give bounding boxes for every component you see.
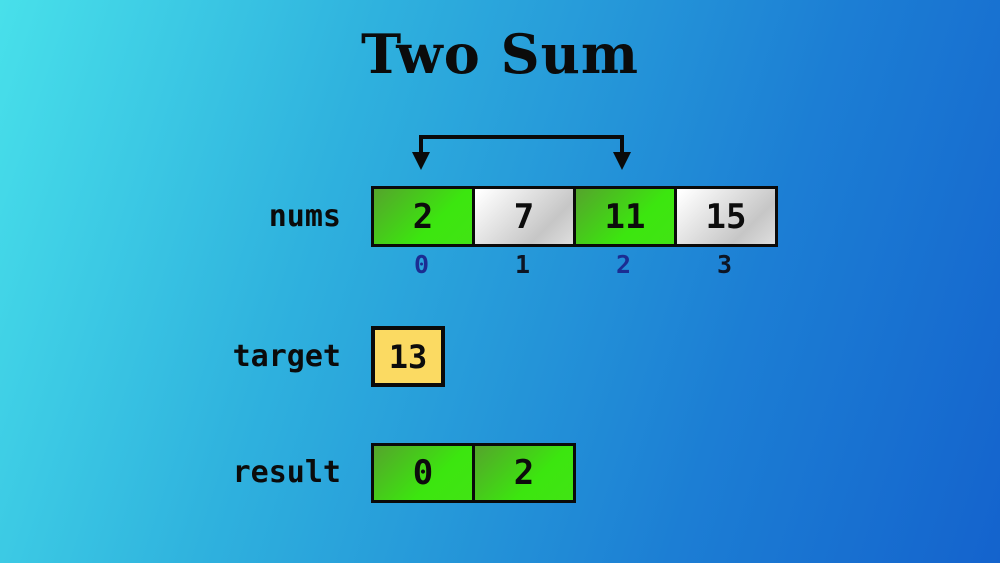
page-title: Two Sum	[361, 22, 639, 86]
nums-cell-3: 15	[677, 189, 775, 244]
nums-cell-0: 2	[374, 189, 475, 244]
result-cell-1: 2	[475, 446, 573, 500]
arrow-head-right-icon	[613, 152, 631, 170]
result-label: result	[232, 455, 341, 490]
index-0: 0	[413, 250, 430, 279]
index-1: 1	[514, 250, 531, 279]
index-2: 2	[615, 250, 632, 279]
nums-array: 2 7 11 15	[371, 186, 778, 247]
nums-cell-2: 11	[576, 189, 677, 244]
arrow-head-left-icon	[412, 152, 430, 170]
target-label: target	[232, 339, 341, 374]
target-value-box: 13	[371, 326, 445, 387]
result-cell-0: 0	[374, 446, 475, 500]
nums-index-row: 0 1 2 3	[371, 250, 775, 279]
index-3: 3	[716, 250, 733, 279]
arrow-bracket-line	[419, 135, 624, 155]
nums-cell-1: 7	[475, 189, 576, 244]
nums-label: nums	[268, 199, 341, 234]
result-array: 0 2	[371, 443, 576, 503]
